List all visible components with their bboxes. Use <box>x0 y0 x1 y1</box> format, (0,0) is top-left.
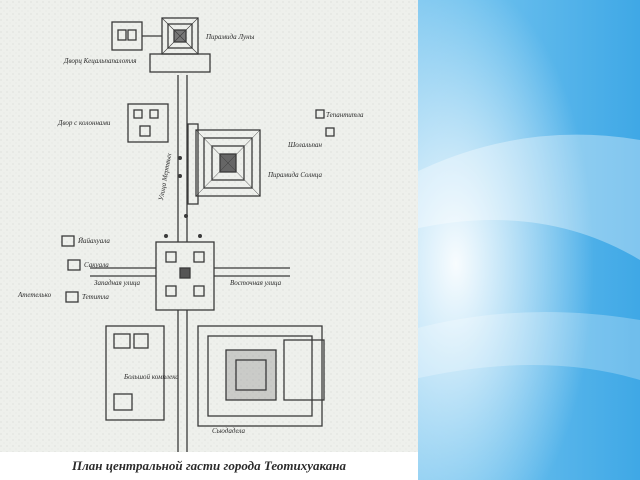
ciudadela <box>197 325 323 427</box>
teotihuacan-plan-map: Пирамида Луны Дворц Кецальпапалотля Двор… <box>0 0 418 452</box>
plan-caption: План центральной гасти города Теотихуака… <box>0 452 418 480</box>
label-big-compound: Большой комплекс <box>124 373 179 381</box>
big-compound <box>105 325 165 421</box>
label-west-street: Западная улица <box>94 279 141 287</box>
label-zacuala: Сакуала <box>84 261 109 269</box>
label-moon-pyramid: Пирамида Луны <box>206 33 255 41</box>
avenue-of-the-dead <box>177 75 188 452</box>
label-atetelco: Атетелько <box>18 291 52 299</box>
label-courtyard: Двор с колоннами <box>58 119 111 127</box>
label-tetitla: Тетитла <box>82 293 109 301</box>
label-sun-pyramid: Пирамида Солнца <box>268 171 322 179</box>
caption-text: План центральной гасти города Теотихуака… <box>71 458 347 473</box>
paper-background <box>0 0 418 452</box>
label-east-street: Восточная улица <box>230 279 282 287</box>
west-east-street <box>90 267 290 277</box>
label-quetzalpapalotl: Дворц Кецальпапалотля <box>64 57 137 65</box>
label-yayahuala: Йайахуала <box>78 237 110 245</box>
courtyard-complex <box>127 103 169 143</box>
label-xolalpan: Шолальпан <box>288 141 322 149</box>
label-tepantitla: Тепантитла <box>326 111 364 119</box>
sun-pyramid <box>195 129 261 197</box>
label-ciudadela: Сьюдадела <box>212 427 246 435</box>
